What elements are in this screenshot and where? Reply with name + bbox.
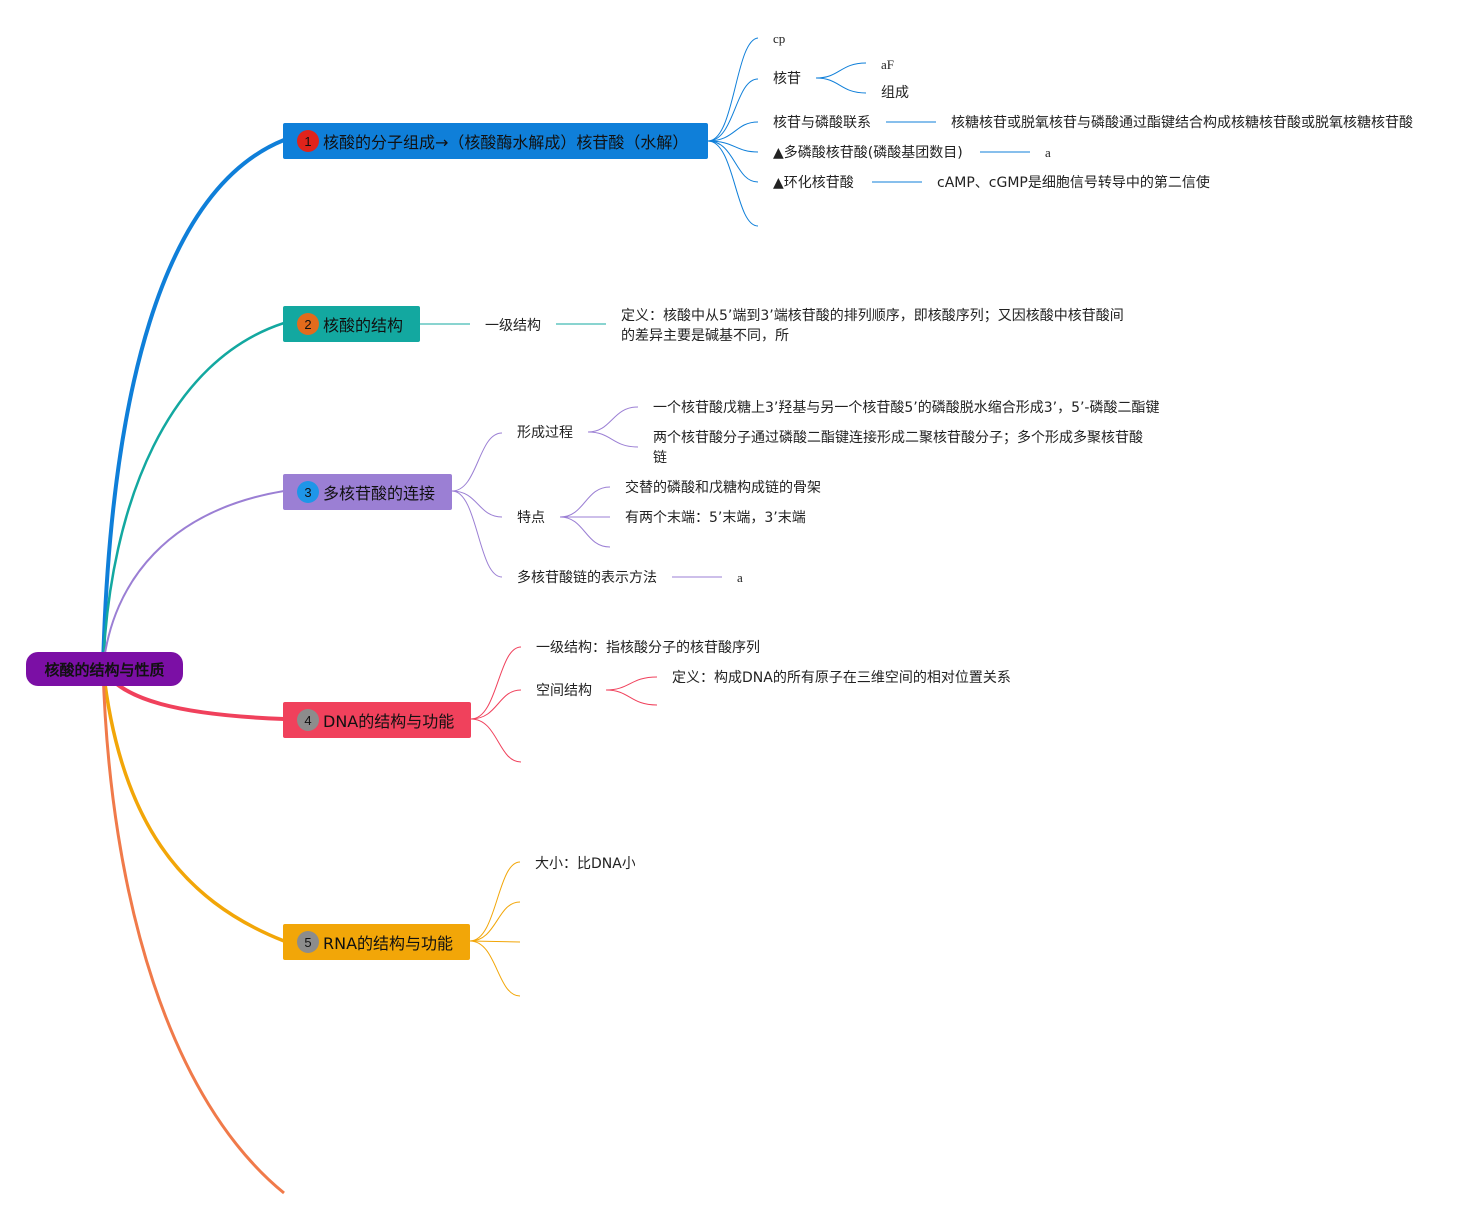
b3-notation[interactable]: 多核苷酸链的表示方法 [517,570,657,586]
branch-3-number-badge: 3 [297,481,319,503]
b3-feature-item-1[interactable]: 交替的磷酸和戊糖构成链的骨架 [625,480,821,496]
link-b4-primary [470,646,522,720]
b3-notation-detail[interactable]: a [737,570,743,585]
branch-1-node[interactable]: 1 核酸的分子组成→（核酸酶水解成）核苷酸（水解） [283,123,708,159]
link-b1-nucleoside-af [815,62,867,79]
branch-2-node[interactable]: 2 核酸的结构 [283,306,420,342]
link-b3-features-3 [559,516,611,548]
b2-primary-definition[interactable]: 定义：核酸中从5’端到3’端核苷酸的排列顺序，即核酸序列；又因核酸中核苷酸间的差… [621,308,1124,344]
link-root-extra [101,667,285,1195]
b1-linkage[interactable]: 核苷与磷酸联系 [773,115,871,131]
link-b5-empty-3 [469,940,521,997]
branch-1-label: 核酸的分子组成→（核酸酶水解成）核苷酸（水解） [323,133,689,152]
root-node[interactable]: 核酸的结构与性质 [26,652,183,686]
branch-3-node[interactable]: 3 多核苷酸的连接 [283,474,452,510]
b3-feature-item-2[interactable]: 有两个末端：5’末端，3’末端 [625,510,806,526]
b1-nucleoside-composition[interactable]: 组成 [881,85,909,101]
link-b1-cp [707,37,759,142]
link-b5-empty-1 [469,901,521,942]
link-b3-formation [451,432,503,492]
link-b5-size [469,861,521,942]
branch-4-number-badge: 4 [297,709,319,731]
branch-3-label: 多核苷酸的连接 [323,484,436,503]
b1-nucleoside-af[interactable]: aF [881,57,894,72]
b1-polyphosphate[interactable]: ▲多磷酸核苷酸(磷酸基团数目) [773,145,963,161]
link-b1-nucleoside-comp [815,77,867,94]
b2-primary-structure[interactable]: 一级结构 [485,318,541,334]
link-b1-nucleoside [707,78,759,142]
b3-formation-item-1[interactable]: 一个核苷酸戊糖上3’羟基与另一个核苷酸5’的磷酸脱水缩合形成3’，5’-磷酸二酯… [653,400,1160,416]
b1-polyphosphate-detail[interactable]: a [1045,145,1051,160]
link-root-branch-1 [101,138,285,669]
link-b1-cyclic [707,140,759,183]
b1-nucleoside[interactable]: 核苷 [773,71,801,87]
link-root-branch-5 [101,667,285,943]
branch-2-number-badge: 2 [297,313,319,335]
b4-spatial-definition[interactable]: 定义：构成DNA的所有原子在三维空间的相对位置关系 [672,670,1011,686]
branch-5-label: RNA的结构与功能 [323,934,454,953]
b4-primary-structure[interactable]: 一级结构：指核酸分子的核苷酸序列 [536,640,760,656]
b1-cp[interactable]: cp [773,31,786,46]
b4-spatial-structure[interactable]: 空间结构 [536,683,592,699]
link-b4-spatial [470,689,522,720]
b3-formation-item-2[interactable]: 两个核苷酸分子通过磷酸二酯键连接形成二聚核苷酸分子；多个形成多聚核苷酸链 [653,430,1143,466]
branch-4-label: DNA的结构与功能 [323,712,455,731]
link-b3-formation-2 [587,431,639,448]
b1-cyclic[interactable]: ▲环化核苷酸 [773,175,854,191]
link-b3-formation-1 [587,406,639,433]
branch-5-number-badge: 5 [297,931,319,953]
link-b1-empty [707,140,759,227]
link-b4-spatial-2 [605,689,658,706]
link-b5-empty-2 [469,940,521,943]
b3-features[interactable]: 特点 [517,510,545,526]
link-root-branch-3 [102,490,285,669]
branch-5-node[interactable]: 5 RNA的结构与功能 [283,924,470,960]
branch-2-label: 核酸的结构 [323,316,404,335]
b5-size[interactable]: 大小：比DNA小 [535,856,635,872]
link-b4-spatial-1 [605,676,658,691]
b3-formation[interactable]: 形成过程 [517,425,573,441]
b1-linkage-detail[interactable]: 核糖核苷或脱氧核苷与磷酸通过酯键结合构成核糖核苷酸或脱氧核糖核苷酸 [951,115,1413,131]
link-b3-notation [451,490,503,578]
link-b1-linkage [707,121,759,142]
link-b4-empty [470,718,522,763]
branch-1-number-badge: 1 [297,130,319,152]
branch-4-node[interactable]: 4 DNA的结构与功能 [283,702,471,738]
link-b3-features-1 [559,486,611,518]
b1-cyclic-detail[interactable]: cAMP、cGMP是细胞信号转导中的第二信使 [937,175,1210,191]
link-root-branch-2 [101,321,285,669]
link-b3-features [451,490,503,518]
